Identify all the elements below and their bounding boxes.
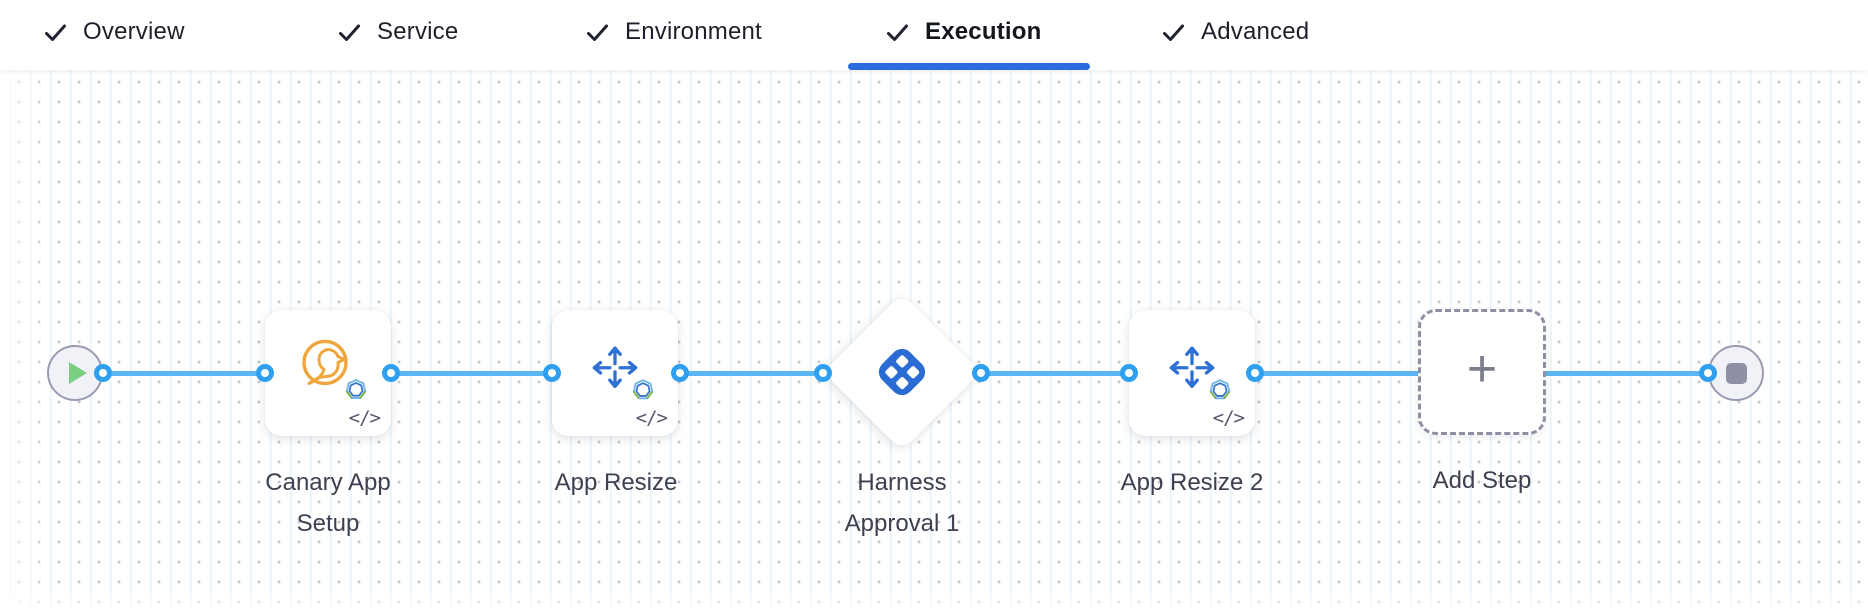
tab-label: Execution bbox=[925, 18, 1042, 45]
code-template-icon: </> bbox=[635, 407, 668, 429]
code-template-icon: </> bbox=[1212, 407, 1245, 429]
gear-badge-icon bbox=[632, 379, 654, 400]
step-node-harness-approval[interactable] bbox=[822, 292, 982, 452]
port-resize2-in[interactable] bbox=[1120, 364, 1138, 382]
gear-badge-icon bbox=[1209, 379, 1231, 400]
port-approval-out[interactable] bbox=[972, 364, 990, 382]
check-icon bbox=[45, 24, 66, 41]
config-tab-bar: Overview Service Environment Execution A… bbox=[0, 0, 1868, 70]
step-node-app-resize[interactable]: </> bbox=[552, 310, 678, 436]
tab-label: Environment bbox=[625, 18, 762, 45]
canvas-edge-fade bbox=[0, 70, 46, 608]
pipeline-start-node[interactable] bbox=[47, 345, 103, 401]
port-end-in[interactable] bbox=[1699, 364, 1717, 382]
connector-edge bbox=[680, 370, 823, 376]
stop-icon bbox=[1725, 362, 1747, 384]
port-resize1-out[interactable] bbox=[671, 364, 689, 382]
check-icon bbox=[339, 24, 360, 41]
step-node-canary-app-setup[interactable]: </> bbox=[265, 310, 391, 436]
tab-label: Overview bbox=[83, 18, 185, 45]
check-icon bbox=[1163, 24, 1184, 41]
active-tab-underline bbox=[848, 63, 1090, 70]
step-label-canary-app-setup: Canary App Setup bbox=[265, 469, 391, 537]
step-node-app-resize-2[interactable]: </> bbox=[1129, 310, 1255, 436]
tab-label: Advanced bbox=[1201, 18, 1310, 45]
resize-arrows-icon bbox=[1169, 346, 1215, 389]
step-label-add-step: Add Step bbox=[1432, 467, 1532, 494]
step-label-app-resize: App Resize bbox=[554, 469, 678, 496]
connector-edge bbox=[1255, 370, 1420, 376]
tab-advanced[interactable]: Advanced bbox=[1160, 0, 1309, 64]
port-canary-in[interactable] bbox=[256, 364, 274, 382]
port-resize2-out[interactable] bbox=[1246, 364, 1264, 382]
add-step-button[interactable]: + bbox=[1418, 309, 1546, 435]
canvas-edge-fade bbox=[0, 594, 1868, 608]
port-start-out[interactable] bbox=[94, 364, 112, 382]
play-icon bbox=[68, 362, 87, 384]
code-template-icon: </> bbox=[348, 407, 381, 429]
check-icon bbox=[587, 24, 608, 41]
port-approval-in[interactable] bbox=[814, 364, 832, 382]
resize-arrows-icon bbox=[592, 346, 638, 389]
gear-badge-icon bbox=[345, 379, 367, 399]
harness-logo-icon bbox=[878, 348, 926, 396]
check-icon bbox=[887, 24, 908, 41]
step-label-app-resize-2: App Resize 2 bbox=[1120, 469, 1264, 496]
connector-edge bbox=[981, 370, 1129, 376]
connector-edge bbox=[1546, 370, 1708, 376]
tab-label: Service bbox=[377, 18, 459, 45]
tab-execution[interactable]: Execution bbox=[884, 0, 1042, 64]
canary-bird-icon bbox=[302, 339, 348, 386]
tab-service[interactable]: Service bbox=[336, 0, 458, 64]
port-resize1-in[interactable] bbox=[543, 364, 561, 382]
connector-edge bbox=[391, 370, 552, 376]
tab-environment[interactable]: Environment bbox=[584, 0, 762, 64]
plus-icon: + bbox=[1466, 340, 1498, 398]
pipeline-end-node[interactable] bbox=[1708, 345, 1764, 401]
tab-overview[interactable]: Overview bbox=[42, 0, 185, 64]
pipeline-canvas[interactable]: </> </> bbox=[0, 70, 1868, 608]
connector-edge bbox=[103, 370, 265, 376]
port-canary-out[interactable] bbox=[382, 364, 400, 382]
step-label-harness-approval-1: Harness Approval 1 bbox=[844, 469, 960, 537]
